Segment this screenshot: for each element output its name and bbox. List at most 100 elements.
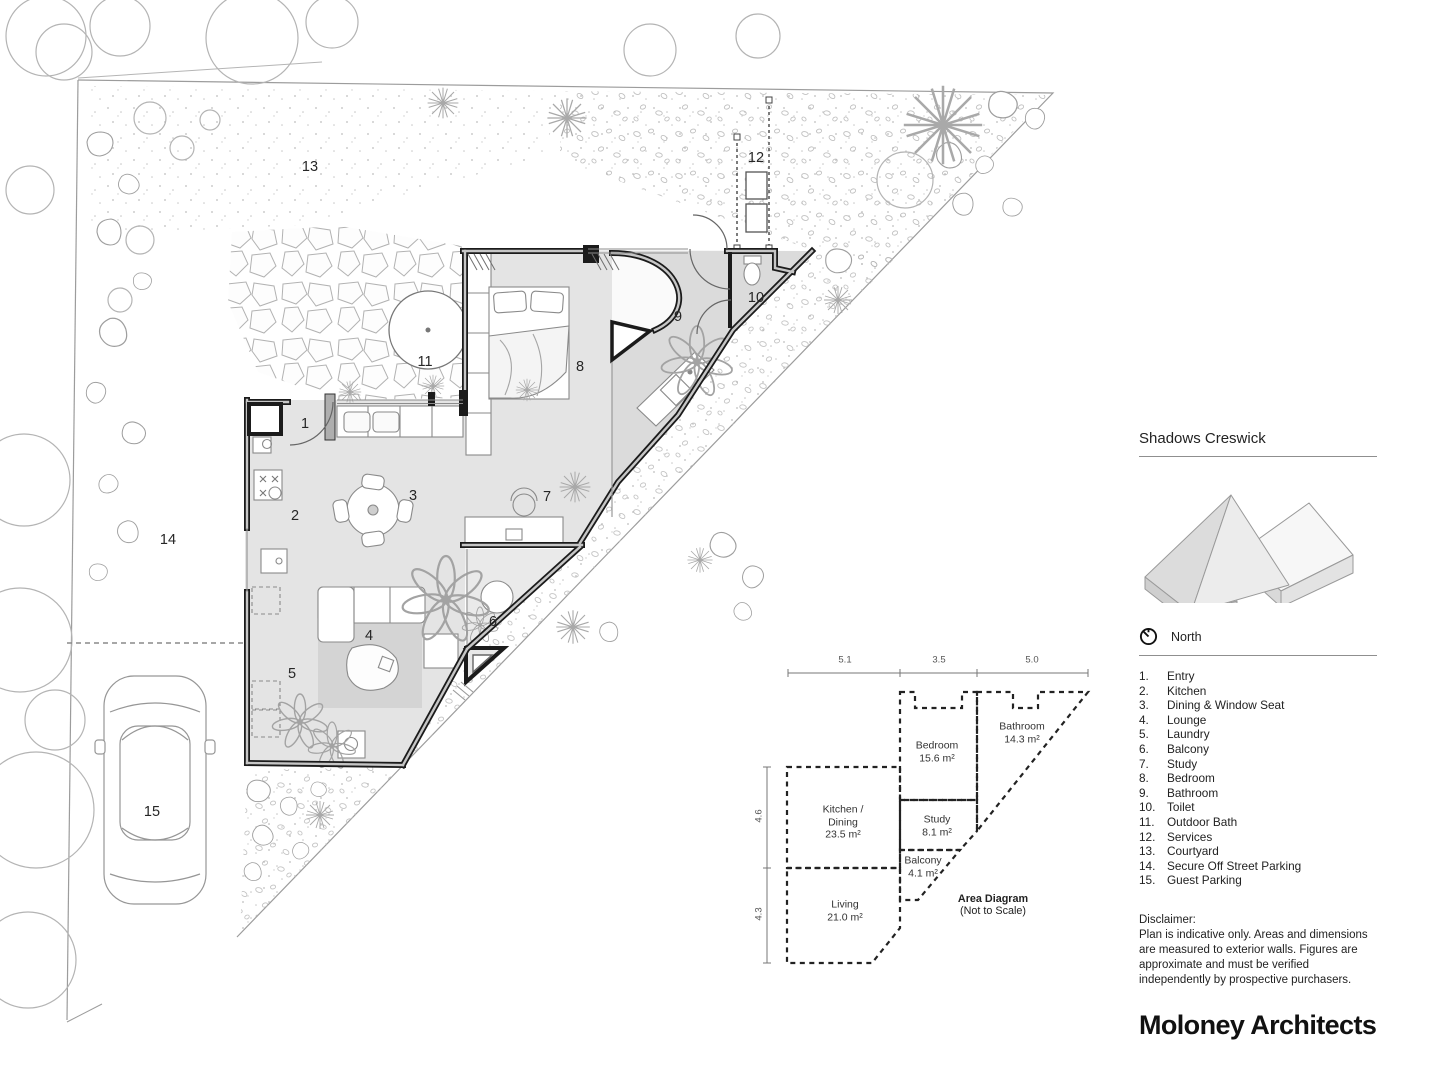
legend-item-number: 9.: [1139, 785, 1149, 800]
area-room-name: Bathroom: [999, 720, 1045, 733]
plan-room-number-5: 5: [287, 666, 297, 682]
legend-item: 12. Services: [1139, 830, 1377, 845]
area-diagram-drawing: [763, 669, 1091, 965]
legend-item-number: 1.: [1139, 669, 1149, 683]
disclaimer-heading: Disclaimer:: [1139, 913, 1196, 926]
legend-item-label: Study: [1167, 756, 1198, 771]
legend-item-label: Services: [1167, 829, 1213, 844]
legend-item: 8. Bedroom: [1139, 771, 1377, 786]
plan-room-number-8: 8: [575, 359, 585, 375]
plan-room-number-14: 14: [159, 532, 177, 548]
legend-item-label: Bedroom: [1167, 771, 1215, 786]
legend-item-number: 2.: [1139, 683, 1149, 698]
legend-item-label: Kitchen: [1167, 683, 1207, 698]
legend-item-number: 10.: [1139, 800, 1156, 815]
legend-item: 9. Bathroom: [1139, 786, 1377, 801]
area-room-area: 14.3 m²: [1004, 733, 1040, 745]
area-room-area: 4.1 m²: [908, 867, 938, 879]
disclaimer-body: Plan is indicative only. Areas and dimen…: [1139, 928, 1368, 986]
legend-item-label: Laundry: [1167, 727, 1210, 742]
legend-item-number: 7.: [1139, 756, 1149, 771]
plan-room-number-3: 3: [408, 488, 418, 504]
legend-item-label: Toilet: [1167, 800, 1195, 815]
legend-item-number: 12.: [1139, 829, 1156, 844]
north-indicator: North: [1139, 627, 1377, 646]
site-plan-drawing: [0, 0, 1055, 1023]
trees: [0, 0, 934, 1009]
area-room-area: 21.0 m²: [827, 911, 863, 923]
legend-item: 11.Outdoor Bath: [1139, 815, 1377, 830]
divider: [1139, 655, 1377, 656]
legend-item: 10. Toilet: [1139, 800, 1377, 815]
legend-item-number: 6.: [1139, 741, 1149, 756]
legend-item-label: Guest Parking: [1167, 873, 1242, 888]
plan-room-number-11: 11: [417, 354, 433, 370]
legend-item-number: 13.: [1139, 844, 1156, 859]
area-diagram-title: Area Diagram: [957, 893, 1029, 905]
dimension-label: 4.6: [753, 809, 765, 823]
project-title: Shadows Creswick: [1139, 430, 1266, 447]
dimension-label: 5.1: [838, 654, 852, 666]
area-room-name: Living: [831, 898, 859, 911]
legend-item: 4.Lounge: [1139, 713, 1377, 728]
plan-room-number-15: 15: [143, 804, 161, 820]
legend-item-label: Balcony: [1167, 741, 1209, 756]
courtyard: [228, 226, 468, 400]
ad-bedroom-outline: [898, 690, 979, 802]
dimension-label: 5.0: [1025, 654, 1039, 666]
car: [94, 675, 216, 905]
plan-room-number-10: 10: [747, 290, 765, 306]
legend-item-number: 5.: [1139, 727, 1149, 742]
plan-room-number-7: 7: [542, 489, 552, 505]
legend-item: 3.Dining & Window Seat: [1139, 698, 1377, 713]
ad-kitchen-outline: [785, 765, 902, 870]
legend-item: 14. Secure Off Street Parking: [1139, 859, 1377, 874]
ad-dimension-lines: [763, 669, 1089, 964]
legend-item: 15. Guest Parking: [1139, 873, 1377, 888]
legend-item: 1. Entry: [1139, 669, 1377, 684]
plan-room-number-4: 4: [364, 628, 374, 644]
legend-item-label: Bathroom: [1167, 785, 1219, 800]
ground-texture: [88, 86, 1048, 934]
legend-item-label: Outdoor Bath: [1167, 814, 1238, 829]
legend-item-label: Entry: [1167, 669, 1195, 683]
legend-item: 13. Courtyard: [1139, 844, 1377, 859]
plan-room-number-2: 2: [290, 508, 300, 524]
legend-item: 7. Study: [1139, 757, 1377, 772]
legend-item: 5. Laundry: [1139, 727, 1377, 742]
walls: [243, 214, 817, 770]
plan-room-number-1: 1: [300, 416, 310, 432]
area-room-name: Kitchen / Dining: [822, 803, 864, 828]
ad-balcony-outline: [898, 848, 963, 902]
building-illustration: [1144, 494, 1354, 603]
legend-item-number: 14.: [1139, 858, 1156, 873]
legend-item-label: Secure Off Street Parking: [1167, 858, 1302, 873]
legend-item-number: 15.: [1139, 873, 1156, 888]
plan-room-number-12: 12: [747, 150, 765, 166]
area-diagram-caption: Area Diagram (Not to Scale): [958, 893, 1028, 917]
north-icon: [1139, 627, 1158, 646]
legend-item-number: 8.: [1139, 771, 1149, 786]
area-room-area: 15.6 m²: [919, 752, 955, 764]
disclaimer: Disclaimer: Plan is indicative only. Are…: [1139, 913, 1377, 988]
plan-room-number-6: 6: [488, 614, 498, 630]
ad-bathroom-outline: [975, 690, 1091, 835]
dimension-label: 3.5: [932, 654, 946, 666]
area-room-name: Study: [923, 813, 951, 826]
dimension-label: 4.3: [753, 907, 765, 921]
legend-item-label: Courtyard: [1167, 844, 1219, 859]
divider: [1139, 456, 1377, 457]
north-label: North: [1171, 629, 1202, 644]
plan-room-number-9: 9: [673, 309, 683, 325]
legend-item-number: 4.: [1139, 712, 1149, 727]
area-diagram-subtitle: (Not to Scale): [959, 905, 1026, 917]
